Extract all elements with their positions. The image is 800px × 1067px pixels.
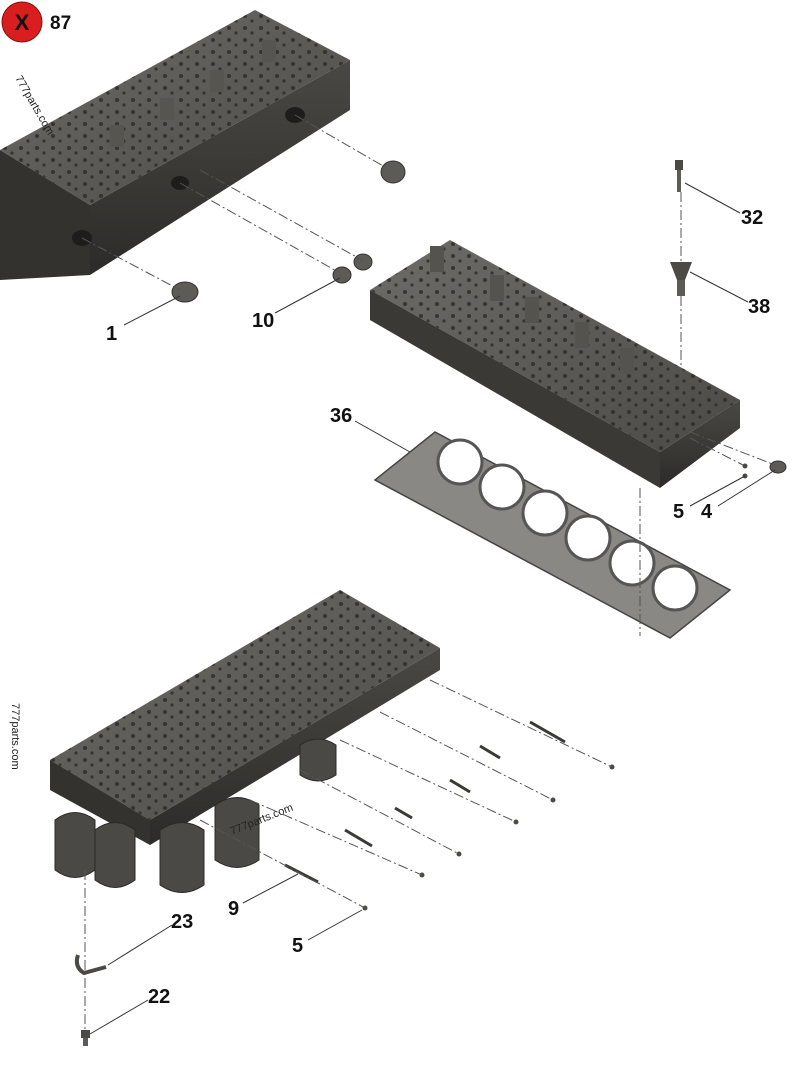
close-badge[interactable]: X	[1, 1, 43, 43]
callout-leaders	[89, 182, 776, 1035]
assembly-axis-line	[294, 114, 391, 171]
callout-36[interactable]: 36	[330, 405, 352, 427]
head-gasket-part-36	[373, 431, 732, 639]
close-icon-glyph: X	[15, 10, 30, 35]
assembly-axis-lines	[84, 679, 613, 1035]
assembly-axis-line	[179, 182, 341, 274]
bolt-part-32	[675, 160, 683, 192]
watermark-text: 777parts.com	[12, 74, 56, 138]
assembly-axis-line	[199, 169, 363, 261]
callout-22[interactable]: 22	[148, 986, 170, 1008]
callout-4[interactable]: 4	[701, 501, 713, 523]
bolt-part-22	[81, 1030, 90, 1046]
cylinder-head-middle	[370, 240, 740, 488]
callout-23[interactable]: 23	[171, 911, 193, 933]
plug-part-4	[769, 460, 787, 474]
badge-count: 87	[50, 13, 71, 34]
cylinder-head-assembly-bottom	[50, 590, 440, 893]
assembly-axis-line	[81, 237, 181, 291]
plug-part-1	[171, 281, 199, 303]
callout-10[interactable]: 10	[252, 310, 274, 332]
callout-32[interactable]: 32	[741, 207, 763, 229]
sleeve-part-38	[670, 262, 692, 296]
watermark-text: 777parts.com	[9, 703, 21, 770]
close-icon[interactable]	[1, 1, 43, 43]
callout-38[interactable]: 38	[748, 296, 770, 318]
cylinder-head-top-left	[0, 10, 350, 280]
pushrod-part-9	[284, 720, 566, 884]
plug-top-right	[380, 160, 406, 184]
callout-5-bottom[interactable]: 5	[292, 935, 303, 957]
callout-5-top[interactable]: 5	[673, 501, 684, 523]
callout-1[interactable]: 1	[106, 323, 117, 345]
callout-9[interactable]: 9	[228, 898, 239, 920]
assembly-axis-line	[689, 431, 776, 466]
ball-part-5	[362, 764, 615, 911]
tube-part-23	[74, 954, 107, 976]
